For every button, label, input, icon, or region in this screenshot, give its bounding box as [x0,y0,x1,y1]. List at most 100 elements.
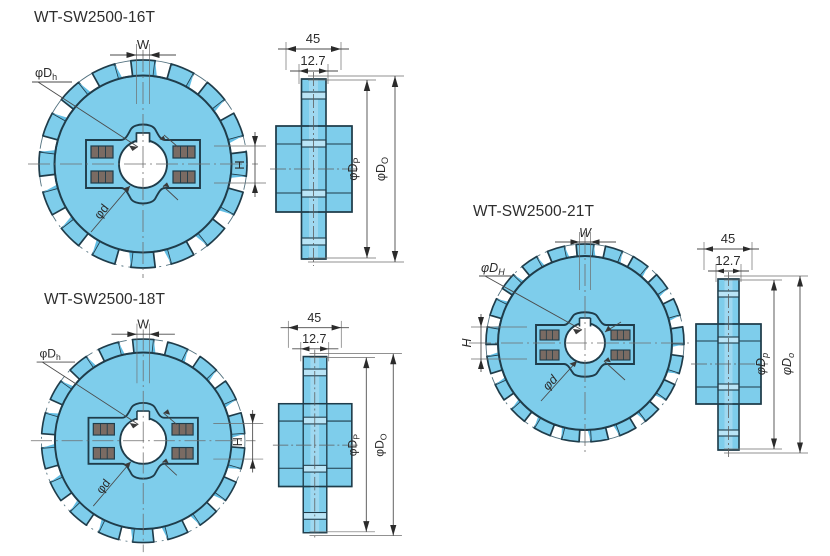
tooth-flank-shade [161,526,168,540]
side-view-21t: 45 12.7 [691,231,808,457]
dim-45-label: 45 [306,31,320,46]
dim-W-label: W [137,37,150,52]
dim-pitch-dia-label: φDP [346,157,362,180]
side-profile-body [270,72,360,266]
tooth-flank-shade [587,429,591,442]
dim-outer-dia-label: φDO [374,157,390,181]
tooth-flank-shade [61,216,74,229]
dim-H-label: H [460,338,474,348]
tooth-flank-shade [654,393,666,400]
tooth-flank-shade [39,150,56,154]
tooth-flank-shade [486,352,499,357]
hub-dia-label: φDH [481,261,505,277]
figure-title-21t: WT-SW2500-21T [473,203,595,220]
set-screw [90,145,114,159]
dim-12-7: 12.7 [292,332,339,362]
tooth-flank-shade [206,370,217,382]
tooth-flank-shade [561,426,565,440]
dim-12-7: 12.7 [708,253,749,282]
tooth-flank-shade [212,99,225,112]
tooth-flank-shade [534,416,541,428]
tooth-flank-shade [223,399,237,408]
dim-pitch-dia-label: φDP [346,434,362,456]
dim-outer-dia: φDO [308,75,404,263]
tooth-flank-shade [163,249,172,265]
dim-W: W [111,317,175,384]
set-screw-group [92,422,194,460]
figure-18t: φDh φd W H [18,316,278,556]
dim-pitch-dia: φDP [309,357,375,533]
set-screw-group [90,145,196,184]
set-screw [90,170,114,184]
tooth-flank-shade [129,251,133,268]
dim-H: H [460,314,527,372]
tooth-flank-shade [218,207,234,215]
tooth-flank-shade [511,399,521,410]
set-screw [171,422,194,436]
tooth-flank-shade [186,73,194,89]
dim-H: H [213,410,264,473]
tooth-flank-shade [668,315,681,322]
tooth-flank-shade [671,344,684,347]
tooth-flank-shade [92,239,100,255]
side-profile-body [272,349,360,540]
tooth-flank-shade [114,63,123,79]
dim-45: 45 [278,31,349,70]
tooth-flank-shade [41,443,56,448]
dim-12-7-label: 12.7 [715,253,740,268]
set-screw [92,422,115,436]
dim-W-label: W [579,226,592,240]
tooth-flank-shade [666,369,680,374]
dim-H: H [214,132,266,197]
tooth-flank-shade [495,377,507,385]
dim-45-label: 45 [307,311,321,325]
hub-dia-label: φDh [35,66,57,82]
tooth-flank-shade [45,412,60,417]
tooth-flank-shade [42,184,58,193]
dim-45-label: 45 [721,231,735,246]
dim-45: 45 [697,231,759,270]
tooth-flank-shade [78,82,91,95]
tooth-flank-shade [190,514,201,526]
tooth-flank-shade [227,465,242,469]
tooth-flank-shade [98,518,105,533]
side-view-16t: 45 12.7 [270,31,404,266]
tooth-flank-shade [231,433,245,438]
figure-16t: φDh φd W [18,34,278,284]
dim-outer-dia: φDO [309,353,402,536]
dim-pitch-dia: φDp [724,279,782,450]
bore-dia-leader [92,461,132,507]
tooth-flank-shade [228,135,244,144]
hub-dia-label: φDh [40,346,61,362]
hub-dia-leader [37,81,139,148]
tooth-flank-shade [513,274,524,283]
dim-H-label: H [232,160,247,169]
dim-W: W [110,37,176,104]
set-screw [92,446,115,460]
tooth-flank-shade [536,256,545,268]
tooth-flank-shade [230,174,247,178]
tooth-flank-shade [60,380,74,389]
bore-dia-leader [540,360,578,402]
dim-outer-dia: φDo [724,275,808,454]
tooth-flank-shade [564,246,570,258]
set-screw [610,329,631,341]
figure-21t-side: 45 12.7 [690,224,830,494]
set-screw [539,349,560,361]
tooth-flank-shade [657,288,668,298]
hub-dia-leader [42,361,139,425]
front-view-21t: φDH φd W H [460,226,693,454]
tooth-flank-shade [181,349,188,363]
tooth-flank-shade [52,113,68,121]
set-screw [172,145,196,159]
dim-outer-dia-label: φDO [373,433,389,456]
dim-H-label: H [231,437,245,446]
tooth-flank-shade [130,528,134,543]
figure-title-16t: WT-SW2500-16T [34,9,156,26]
tooth-flank-shade [617,251,623,264]
side-view-18t: 45 12.7 [272,311,402,540]
tooth-flank-shade [592,244,596,257]
dim-12-7-label: 12.7 [300,53,325,68]
tooth-flank-shade [118,342,125,356]
